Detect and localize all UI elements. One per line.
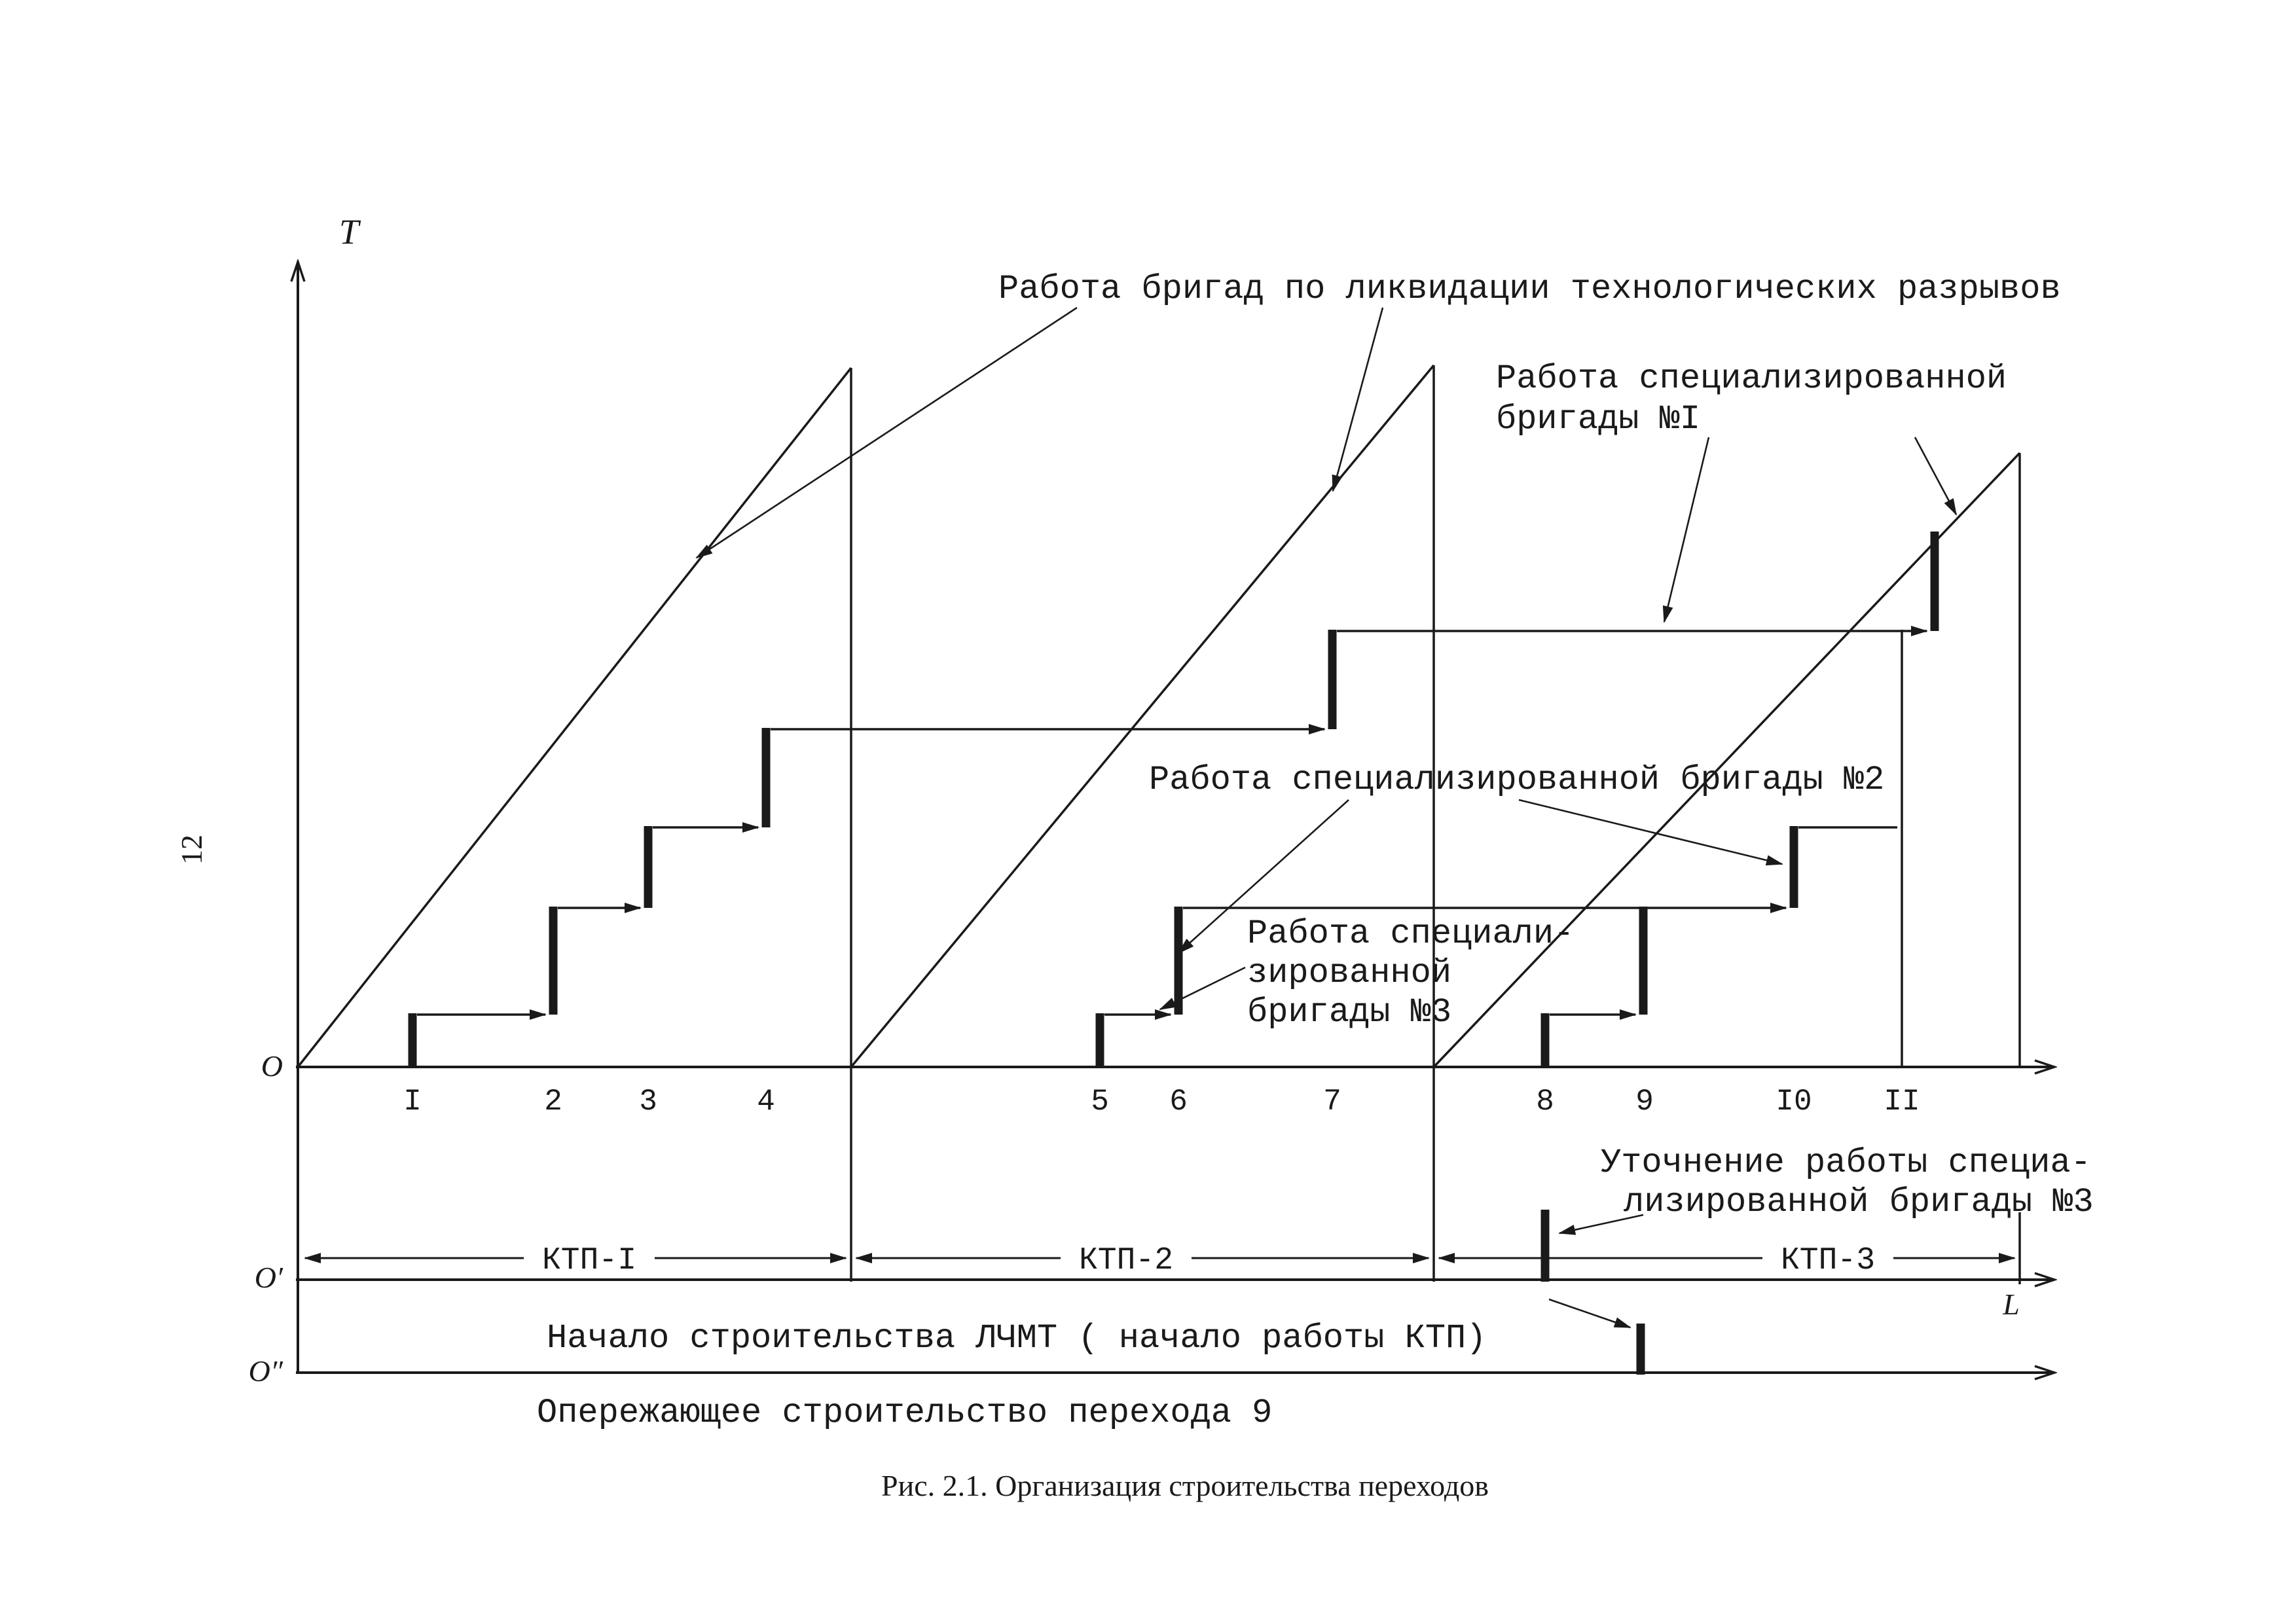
label-gap-elimination: Работа бригад по ликвидации технологичес… — [998, 270, 2061, 308]
origin-double-prime-label: O″ — [249, 1354, 283, 1388]
leader-brigade2-to-crossing-6 — [1177, 799, 1349, 954]
length-axis-label: L — [2002, 1288, 2020, 1321]
leader-brigade1-to-ktp3-diagonal — [1914, 437, 1958, 516]
work-bar-crossing-9 — [1639, 907, 1648, 1015]
work-bar-crossing-2 — [549, 907, 558, 1015]
tick-5: 5 — [1091, 1085, 1109, 1119]
label-refinement-line1: Уточнение работы специа- — [1601, 1144, 2091, 1182]
tick-10: I0 — [1776, 1085, 1812, 1119]
tick-11: II — [1884, 1085, 1920, 1119]
label-brigade3-line3: бригады №3 — [1247, 993, 1451, 1032]
callout-leaders — [695, 306, 1958, 1235]
label-brigade3-line1: Работа специали- — [1247, 914, 1574, 953]
work-bar-crossing-10 — [1789, 826, 1798, 908]
x-axis-ticks: I 2 3 4 5 6 7 8 9 I0 II — [403, 1085, 1920, 1119]
page-number: 12 — [175, 835, 208, 865]
leader-refinement-to-advance-bar — [1558, 1214, 1644, 1235]
work-bar-crossing-7 — [1328, 630, 1337, 729]
advance-construction — [1540, 1210, 1645, 1375]
tick-3: 3 — [639, 1085, 657, 1119]
leader-brigade3-to-staircase — [1159, 966, 1246, 1011]
label-start-note: Начало строительства ЛЧМТ ( начало работ… — [547, 1319, 1486, 1358]
label-ktp2: КТП-2 — [1079, 1243, 1173, 1278]
ktp3-flow-diagonal — [1432, 452, 2021, 1068]
leader-gap-elimination-to-ktp2 — [1332, 307, 1384, 492]
work-bar-crossing-3 — [644, 826, 653, 908]
label-ktp3: КТП-3 — [1781, 1243, 1875, 1278]
work-bar-crossing-6 — [1174, 907, 1183, 1015]
label-brigade2: Работа специализированной бригады №2 — [1149, 761, 1884, 799]
tick-7: 7 — [1323, 1085, 1341, 1119]
advance-move-link — [1548, 1298, 1631, 1329]
tick-8: 8 — [1536, 1085, 1554, 1119]
advance-work-bar-ktp3-start — [1540, 1210, 1550, 1282]
tick-1: I — [403, 1085, 422, 1119]
work-bar-crossing-4 — [761, 728, 771, 827]
axes — [296, 262, 2054, 1373]
work-bar-crossing-5 — [1095, 1013, 1104, 1068]
leader-gap-elimination-to-ktp1 — [695, 306, 1078, 559]
label-brigade3-line2: зированной — [1247, 954, 1451, 992]
work-bar-crossing-8 — [1540, 1013, 1550, 1068]
figure-caption: Рис. 2.1. Организация строительства пере… — [881, 1469, 1489, 1502]
leader-brigade2-to-crossing-10 — [1518, 799, 1783, 866]
tick-6: 6 — [1169, 1085, 1188, 1119]
brigade2-staircase — [1095, 826, 1897, 1068]
label-advance-note: Опережающее строительство перехода 9 — [537, 1394, 1272, 1432]
brigade1-staircase — [408, 532, 1939, 1068]
ktp1-flow-diagonal — [297, 367, 852, 1068]
origin-prime-label: O′ — [255, 1261, 283, 1294]
tick-4: 4 — [757, 1085, 775, 1119]
time-axis-label: T — [339, 212, 361, 251]
label-brigade1-line2: бригады №I — [1496, 400, 1700, 439]
tick-2: 2 — [544, 1085, 562, 1119]
label-brigade1-line1: Работа специализированной — [1496, 359, 2007, 398]
tick-9: 9 — [1635, 1085, 1654, 1119]
brigade3-staircase — [1540, 907, 1648, 1068]
label-ktp1: КТП-I — [542, 1243, 636, 1278]
work-bar-crossing-11 — [1930, 532, 1939, 631]
label-refinement-line2: лизированной бригады №3 — [1624, 1183, 2094, 1221]
advance-work-bar-crossing-9 — [1636, 1324, 1645, 1375]
origin-label: O — [261, 1049, 283, 1083]
ktp-flow-lines — [297, 364, 2021, 1284]
work-bar-crossing-1 — [408, 1013, 417, 1068]
leader-brigade1-to-move-line — [1662, 437, 1710, 623]
